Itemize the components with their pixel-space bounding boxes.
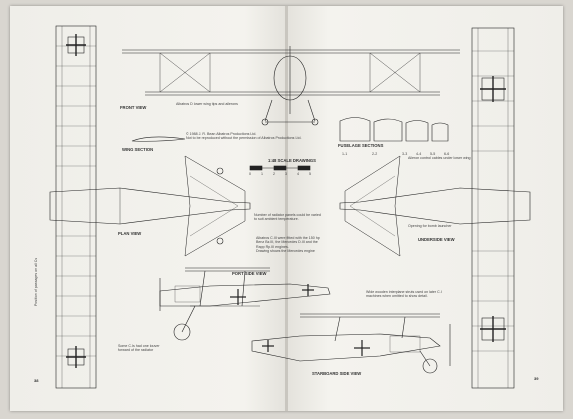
- fuselage-sections-label: FUSELAGE SECTIONS: [338, 143, 384, 148]
- scale-bar: [249, 165, 311, 171]
- front-view: [122, 46, 460, 126]
- propeller-note: Wide wooden interplane struts used on la…: [366, 290, 442, 299]
- port-side-view-label: PORT SIDE VIEW: [232, 271, 267, 276]
- opening-note: Opening for bomb launcher: [408, 224, 452, 228]
- starboard-side-view: [251, 313, 451, 374]
- plan-fuselage: [49, 155, 251, 257]
- fuselage-section-shapes: [339, 117, 449, 142]
- front-view-note: Albatros D lower wing tips and ailerons: [176, 102, 238, 106]
- radiator-note: Number of radiator panels could be varie…: [254, 213, 321, 222]
- wing-section-drawing: [131, 136, 186, 142]
- left-wing-plan: [55, 25, 97, 389]
- copyright-note: © 1988 J. R. Bean Albatros Productions L…: [186, 132, 302, 141]
- front-view-label: FRONT VIEW: [120, 105, 147, 110]
- underside-fuselage: [339, 155, 531, 257]
- fuel-note: Some C.Is had one louver forward of the …: [118, 344, 160, 353]
- scale-tick-2: 2: [273, 172, 275, 176]
- section-number-3: 3-3: [402, 152, 408, 156]
- port-side-view: [159, 267, 331, 341]
- magazine-spread: FRONT VIEW Albatros D lower wing tips an…: [10, 6, 563, 411]
- section-number-2: 2-2: [372, 152, 378, 156]
- starboard-side-view-label: STARBOARD SIDE VIEW: [312, 371, 362, 376]
- engine-note: Albatros C.III were fitted with the 150 …: [256, 236, 320, 254]
- scale-label: 1:48 SCALE DRAWINGS: [268, 158, 316, 163]
- aircraft-drawings: [49, 25, 531, 389]
- scale-tick-3: 3: [285, 172, 287, 176]
- fuselage-note: Aileron control cables under lower wing: [408, 156, 471, 160]
- page-number-left: 38: [34, 378, 39, 383]
- plan-view-label: PLAN VIEW: [118, 231, 142, 236]
- position-note: Position of passages on all Cs: [34, 257, 38, 306]
- page-number-right: 39: [534, 376, 539, 381]
- wing-section-label: WING SECTION: [122, 147, 154, 152]
- scale-tick-0: 0: [249, 172, 251, 176]
- underside-view-label: UNDERSIDE VIEW: [418, 237, 455, 242]
- section-number-1: 1-1: [342, 152, 348, 156]
- scale-tick-1: 1: [261, 172, 263, 176]
- page-gutter: [285, 6, 288, 411]
- section-number-6: 6-6: [444, 152, 450, 156]
- section-number-5: 5-5: [430, 152, 436, 156]
- right-page: [287, 6, 563, 411]
- scale-tick-4: 4: [297, 172, 299, 176]
- scale-tick-5: 5: [309, 172, 311, 176]
- section-number-4: 4-4: [416, 152, 422, 156]
- right-wing-plan: [471, 27, 515, 389]
